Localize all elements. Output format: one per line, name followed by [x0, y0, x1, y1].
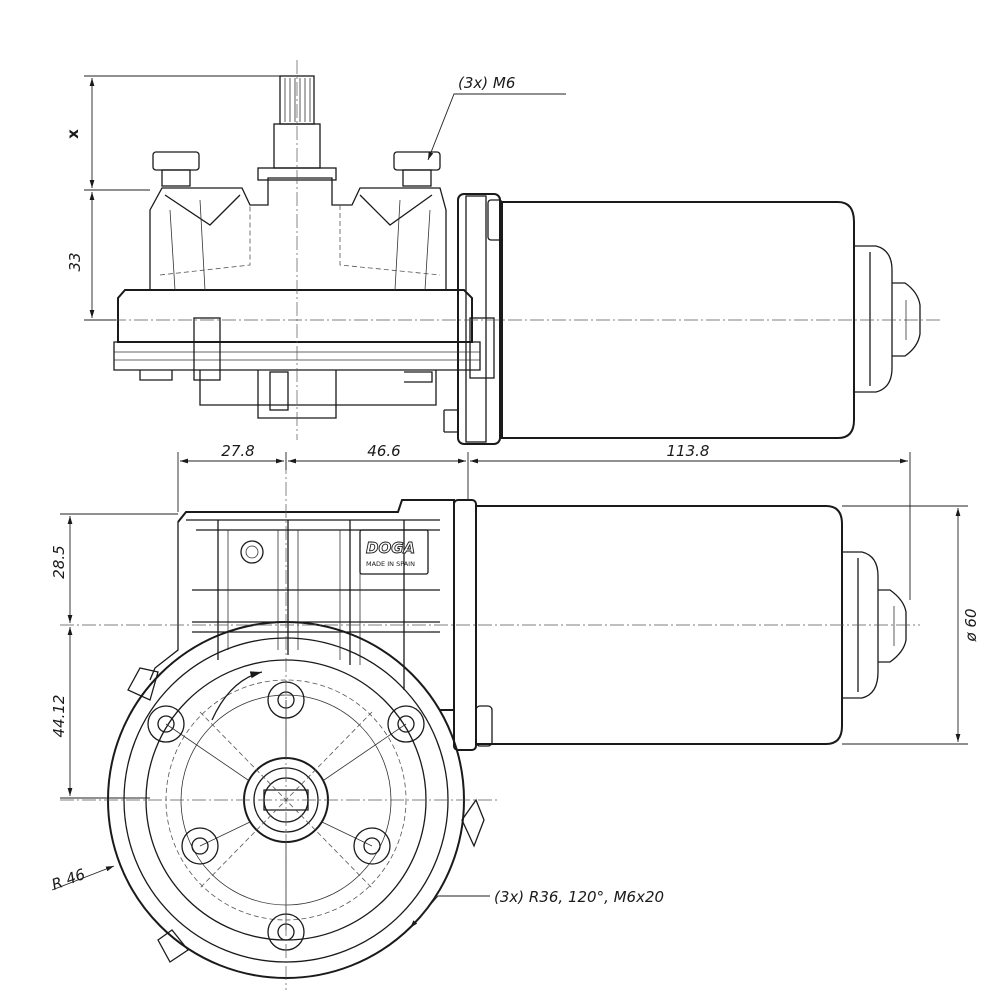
dim-radius-46: R 46: [49, 865, 87, 894]
gearbox-housing-top: [117, 289, 473, 343]
dim-46-6: 46.6: [367, 442, 400, 460]
callout-bolts-m6: (3x) M6: [458, 74, 515, 92]
mounting-hole: [353, 827, 391, 865]
dim-diameter-60: ø 60: [962, 608, 980, 642]
end-cap-top: [854, 245, 893, 393]
mounting-hole: [181, 827, 219, 865]
dim-27-8: 27.8: [221, 442, 254, 460]
callout-mounting-holes: (3x) R36, 120°, M6x20: [494, 888, 664, 906]
bolt-left: [152, 151, 200, 187]
made-in-label: MADE IN SPAIN: [366, 560, 415, 568]
bolt-right: [393, 151, 441, 187]
motor-body-front: [475, 505, 843, 745]
gearbox-housing-front: [177, 499, 455, 711]
mounting-hole: [147, 705, 185, 743]
dim-x-label: x: [64, 129, 82, 139]
top-view: [112, 60, 940, 445]
dim-33: 33: [66, 252, 84, 271]
dim-28-5: 28.5: [50, 545, 68, 578]
dim-44-12: 44.12: [50, 695, 68, 738]
mounting-hole: [387, 705, 425, 743]
brand-plate: [359, 529, 429, 575]
callouts: (3x) M6 (3x) R36, 120°, M6x20: [409, 74, 664, 929]
dimensions: x 33 27.8 46.6 113.8 28.5 44.12 ø 60 R 4…: [49, 75, 980, 894]
motor-body-top: [501, 201, 855, 439]
front-view: DOGA MADE IN SPAIN: [60, 460, 920, 990]
brand-logo: DOGA: [366, 539, 415, 557]
flange-top: [457, 193, 501, 445]
rotation-arrow: [211, 671, 263, 721]
dim-113-8: 113.8: [667, 442, 710, 460]
